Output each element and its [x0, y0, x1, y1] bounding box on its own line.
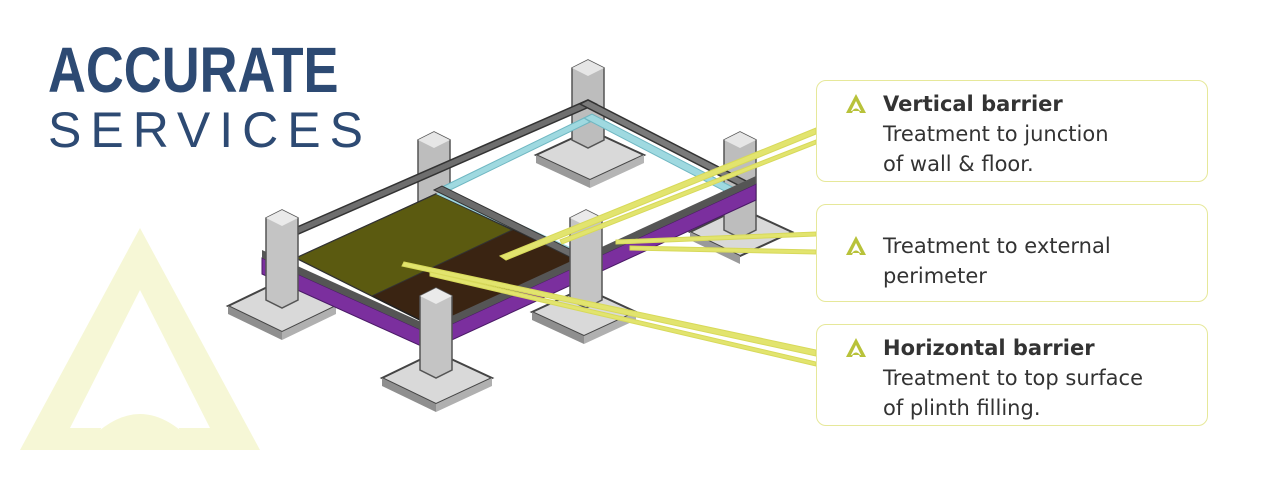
brand-heading: ACCURATE SERVICES — [48, 38, 402, 156]
callout-title: Horizontal barrier — [883, 336, 1095, 360]
callout-external-perimeter: Treatment to external perimeter — [816, 204, 1208, 302]
leader-lines — [401, 127, 817, 367]
callout-title: Vertical barrier — [883, 92, 1063, 116]
callout-horizontal-barrier: Horizontal barrier Treatment to top surf… — [816, 324, 1208, 426]
column-front — [419, 287, 453, 379]
callout-description: Treatment to external perimeter — [883, 234, 1111, 288]
callout-description: Treatment to junction of wall & floor. — [883, 122, 1109, 176]
brand-subtitle: SERVICES — [48, 102, 372, 158]
horizontal-barrier-area — [294, 193, 514, 297]
triangle-a-bullet-icon — [846, 236, 866, 255]
footing-back-right — [533, 128, 647, 188]
callout-description: Treatment to top surface of plinth filli… — [883, 366, 1143, 420]
perimeter-beam-top-left — [262, 250, 430, 334]
brand-title: ACCURATE — [48, 34, 339, 106]
watermark-logo-icon — [20, 228, 260, 450]
triangle-a-bullet-icon — [846, 94, 866, 113]
column-left — [265, 209, 299, 309]
callout-vertical-barrier: Vertical barrier Treatment to junction o… — [816, 80, 1208, 182]
triangle-a-bullet-icon — [846, 338, 866, 357]
